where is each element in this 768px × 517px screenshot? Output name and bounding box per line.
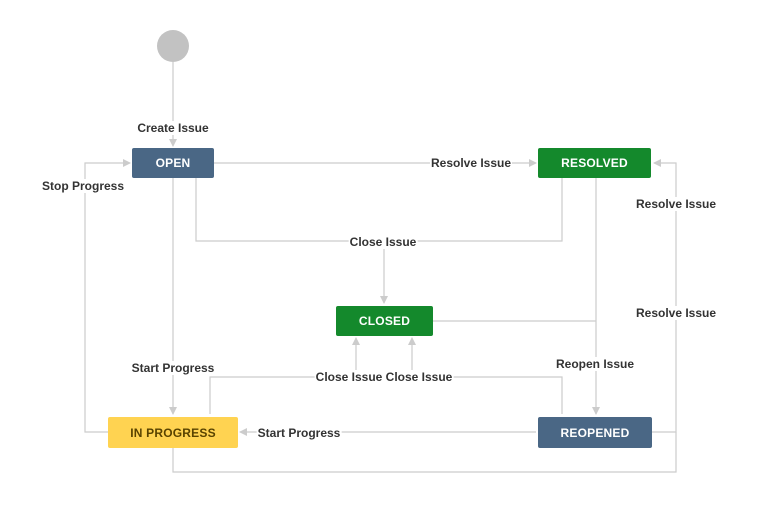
label-close-issue-left: Close Issue (314, 370, 384, 384)
edge-stop-progress (84, 159, 131, 433)
node-closed[interactable]: CLOSED (336, 306, 433, 336)
edge-close-from-in-progress (209, 337, 360, 414)
label-close-issue-right: Close Issue (384, 370, 454, 384)
edge-resolve-issue-right (652, 159, 677, 433)
node-reopened[interactable]: REOPENED (538, 417, 652, 448)
label-close-issue-mid: Close Issue (348, 235, 418, 249)
edge-close-from-reopened (408, 337, 563, 414)
label-start-progress-bottom: Start Progress (256, 426, 342, 440)
edge-resolve-from-in-progress (172, 432, 677, 473)
label-create-issue: Create Issue (136, 121, 210, 135)
label-stop-progress: Stop Progress (40, 179, 126, 193)
label-resolve-issue-top: Resolve Issue (429, 156, 513, 170)
label-start-progress-left: Start Progress (130, 361, 216, 375)
node-in-progress[interactable]: IN PROGRESS (108, 417, 238, 448)
start-node (157, 30, 189, 62)
label-resolve-issue-right1: Resolve Issue (634, 197, 718, 211)
node-resolved[interactable]: RESOLVED (538, 148, 651, 178)
node-open[interactable]: OPEN (132, 148, 214, 178)
edge-close-from-open (195, 178, 563, 242)
label-resolve-issue-right2: Resolve Issue (634, 306, 718, 320)
label-reopen-issue: Reopen Issue (554, 357, 636, 371)
